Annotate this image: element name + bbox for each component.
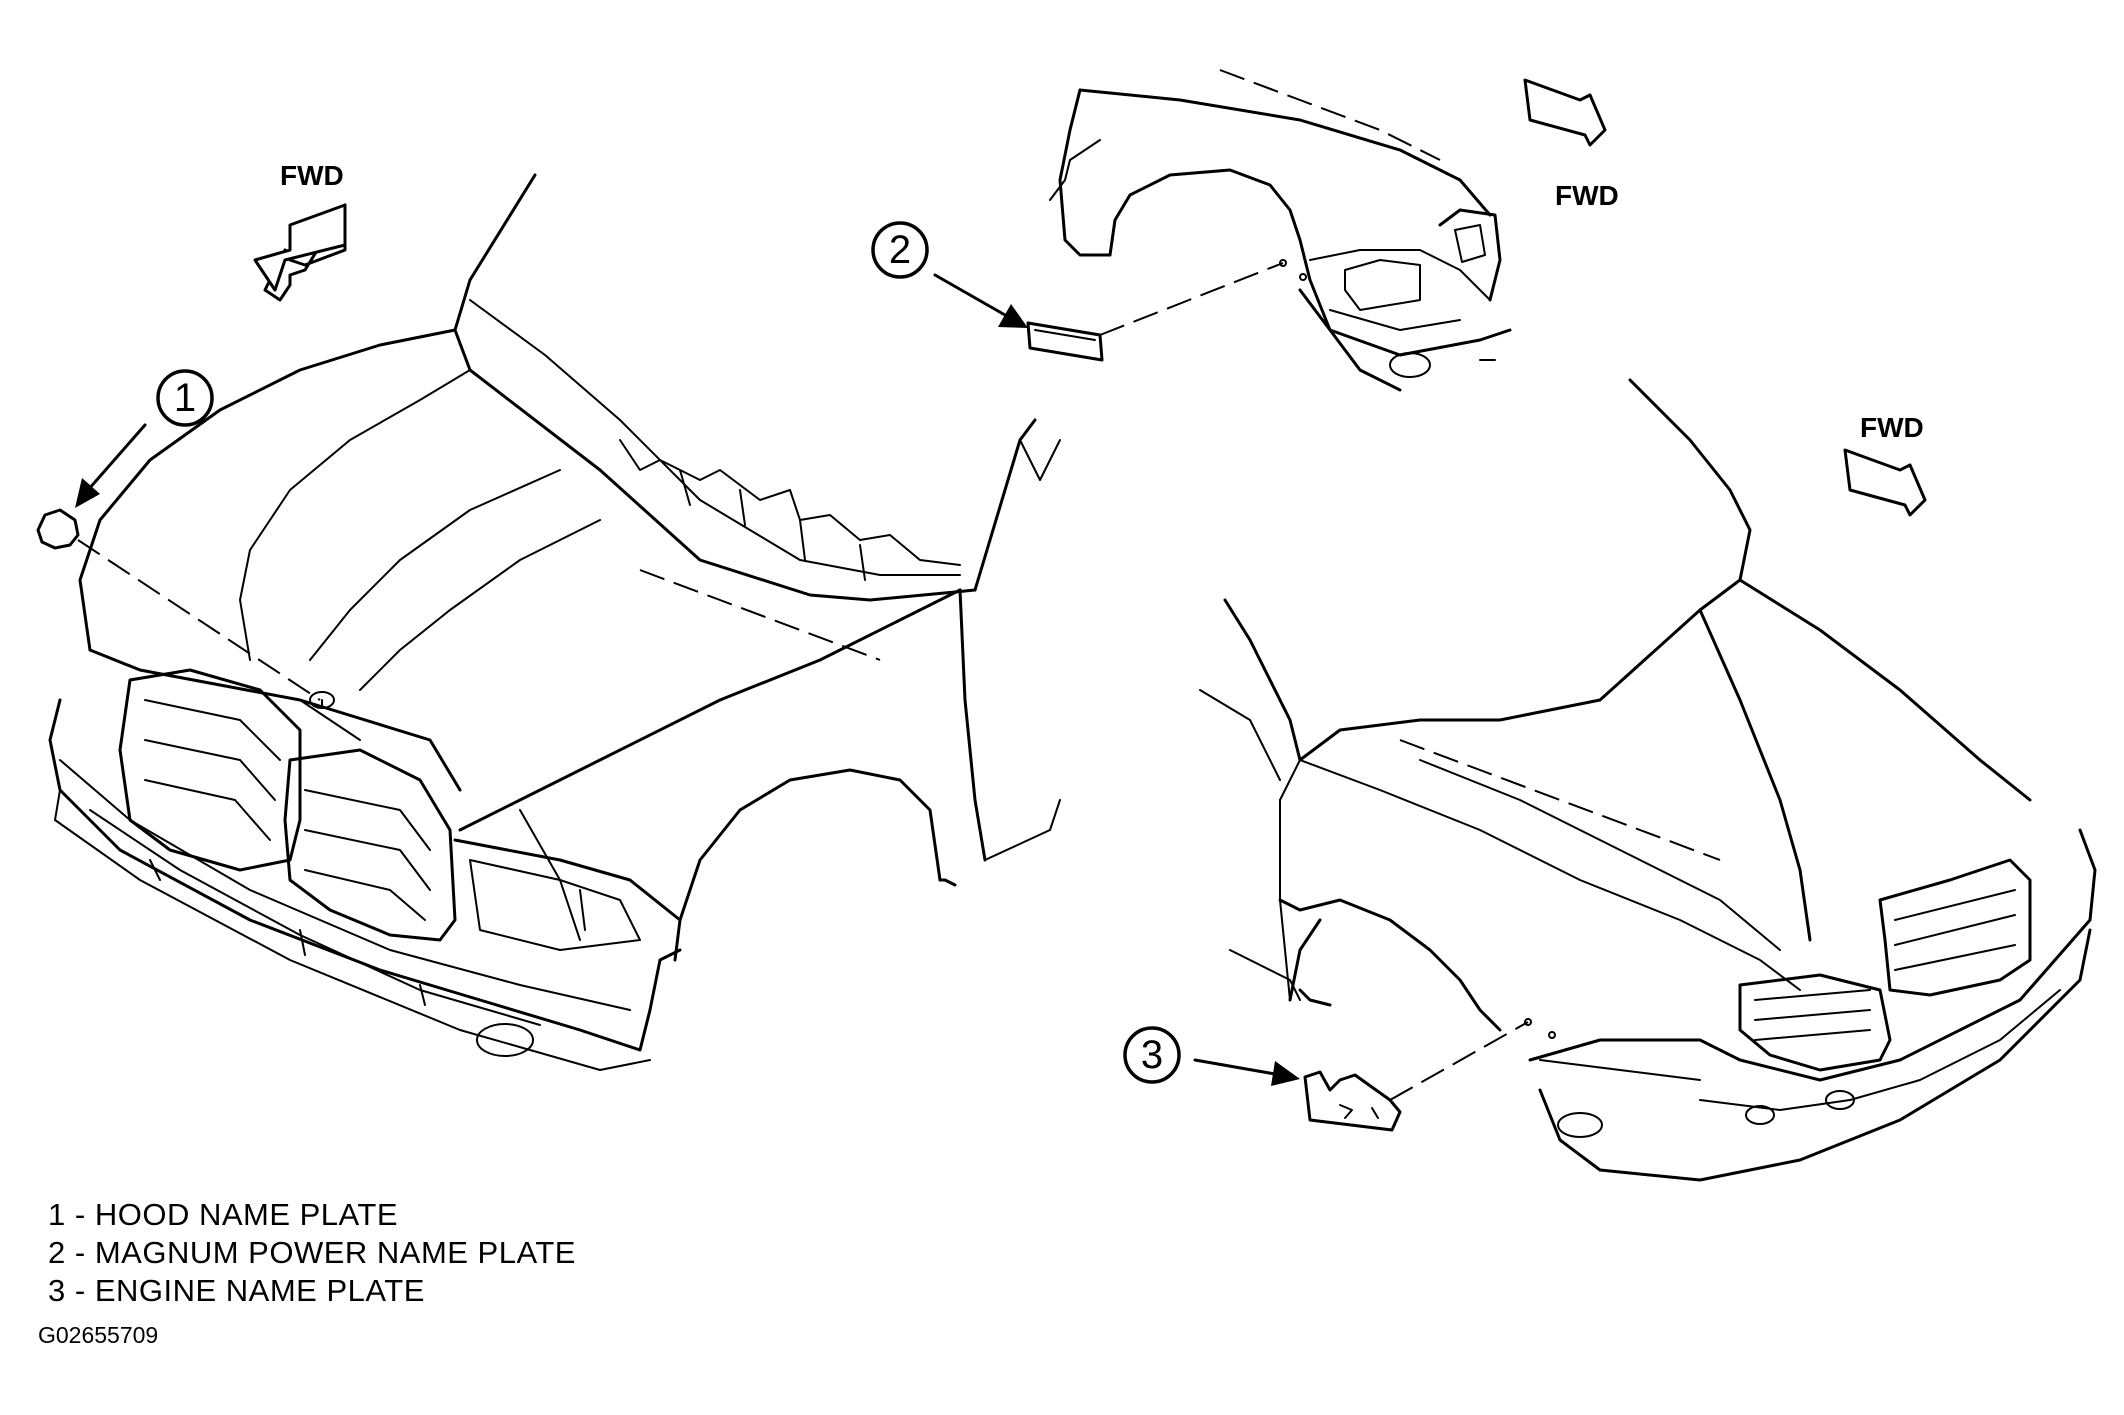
hood-plate-leader — [77, 539, 321, 701]
engine-plate-leader — [1389, 1021, 1529, 1101]
hood-name-plate — [36, 508, 80, 550]
fwd-label-top-right: FWD — [1555, 180, 1619, 211]
legend-separator: - — [74, 1197, 86, 1232]
fwd-arrow-top-right: FWD — [1523, 78, 1619, 211]
callout-2: 2 — [871, 221, 929, 279]
callout-3-number: 3 — [1141, 1033, 1163, 1077]
legend-number: 1 — [48, 1197, 66, 1232]
legend-number: 2 — [48, 1235, 66, 1270]
callout-1-number: 1 — [174, 376, 196, 420]
magnum-plate-leader — [1099, 262, 1284, 336]
legend-label: MAGNUM POWER NAME PLATE — [94, 1235, 576, 1270]
legend-label: ENGINE NAME PLATE — [94, 1273, 425, 1308]
callout-2-number: 2 — [889, 228, 911, 272]
legend-separator: - — [74, 1273, 86, 1308]
fwd-arrow-left: FWD — [253, 160, 347, 302]
right-top-vehicle-fender-view — [1049, 69, 1512, 392]
callout-3: 3 — [1123, 1026, 1181, 1084]
engine-name-plate — [1303, 1070, 1402, 1132]
callout-2-arrow — [933, 273, 1028, 328]
fwd-label-bottom-right: FWD — [1860, 412, 1924, 443]
callout-1-arrow — [75, 423, 147, 508]
legend-separator: - — [74, 1235, 86, 1270]
legend-item: 3 - ENGINE NAME PLATE — [48, 1272, 576, 1310]
callout-3-arrow — [1193, 1058, 1300, 1086]
legend: 1 - HOOD NAME PLATE 2 - MAGNUM POWER NAM… — [48, 1196, 576, 1310]
figure-id: G02655709 — [38, 1322, 159, 1348]
fwd-arrow-bottom-right: FWD — [1843, 412, 1927, 517]
fwd-label-left: FWD — [280, 160, 344, 191]
left-vehicle-front-view — [48, 173, 1061, 1071]
magnum-power-name-plate — [1026, 321, 1104, 362]
callout-1: 1 — [156, 369, 214, 427]
legend-label: HOOD NAME PLATE — [94, 1197, 399, 1232]
right-bottom-vehicle-front-view — [1199, 378, 2097, 1182]
legend-number: 3 — [48, 1273, 66, 1308]
legend-item: 2 - MAGNUM POWER NAME PLATE — [48, 1234, 576, 1272]
legend-item: 1 - HOOD NAME PLATE — [48, 1196, 576, 1234]
